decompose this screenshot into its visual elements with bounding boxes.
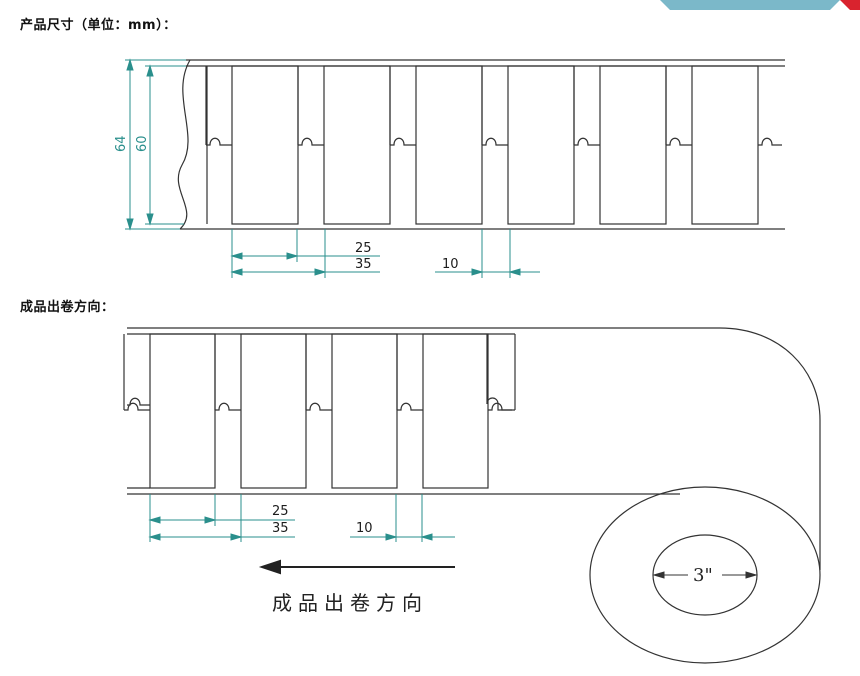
label-outline [149,333,216,489]
notch [298,137,324,146]
notch [306,402,332,411]
dim-gap: 10 [442,257,459,272]
product-size-heading: 产品尺寸（单位：mm）： [20,18,177,33]
roll-direction-heading: 成品出卷方向： [20,300,115,315]
notch [206,137,232,146]
label-outline [240,333,307,489]
label-outline [331,333,398,489]
notch [482,137,508,146]
notch [215,402,241,411]
direction-label: 成品出卷方向 [272,591,428,615]
dim-height-inner: 60 [135,135,150,152]
dim-gap-2: 10 [356,521,373,536]
label-outline [323,65,391,225]
notch [390,137,416,146]
dim-label-width: 25 [355,241,372,256]
product-dimension-diagram: 64 60 25 35 10 [114,58,785,278]
dim-height-outer: 64 [114,135,129,152]
notch [124,402,150,411]
label-outline [231,65,299,225]
label-outline [422,333,489,489]
notch [574,137,600,146]
unwind-arrow-icon [258,559,455,575]
label-outline [507,65,575,225]
dim-pitch: 35 [355,257,372,272]
notch [666,137,692,146]
dim-pitch-2: 35 [272,521,289,536]
corner-ribbon [660,0,860,10]
roll-direction-diagram: 25 35 10 成品出卷方向 3" [123,327,821,664]
notch [397,402,423,411]
label-outline [599,65,667,225]
dim-label-width-2: 25 [272,504,289,519]
label-outline [415,65,483,225]
label-outline [691,65,759,225]
core-size-label: 3" [693,565,713,586]
